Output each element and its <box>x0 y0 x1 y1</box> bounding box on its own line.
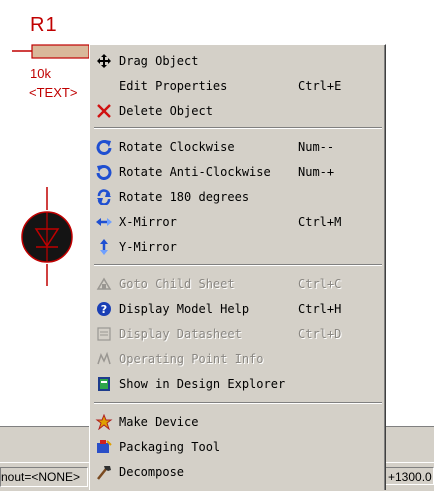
menu-item-label: Make Device <box>119 415 199 429</box>
menu-item-delete-object[interactable]: Delete Object <box>93 100 383 122</box>
status-coordinate: +1300.0 <box>384 467 434 485</box>
menu-item-rotate-anticlockwise[interactable]: Rotate Anti-Clockwise Num-+ <box>93 161 383 183</box>
operating-point-icon <box>95 351 113 367</box>
menu-item-label: Rotate Anti-Clockwise <box>119 165 271 179</box>
menu-item-shortcut: Ctrl+D <box>298 327 342 341</box>
menu-item-operating-point-info[interactable]: Operating Point Info <box>93 348 383 370</box>
rotate-clockwise-icon <box>95 139 113 155</box>
menu-item-drag-object[interactable]: Drag Object <box>93 50 383 72</box>
component-reference: R1 <box>30 14 58 36</box>
design-explorer-icon <box>95 376 113 392</box>
datasheet-icon <box>95 326 113 342</box>
menu-item-label: Show in Design Explorer <box>119 377 286 391</box>
menu-item-label: X-Mirror <box>119 215 177 229</box>
component-value: 10k <box>30 66 51 81</box>
menu-item-label: Packaging Tool <box>119 440 221 454</box>
decompose-hammer-icon <box>95 464 113 480</box>
menu-item-label: Decompose <box>119 465 185 479</box>
help-icon: ? <box>95 301 113 317</box>
menu-item-shortcut: Ctrl+E <box>298 79 342 93</box>
menu-item-shortcut: Ctrl+M <box>298 215 342 229</box>
x-mirror-icon <box>95 214 113 230</box>
menu-separator <box>94 402 382 404</box>
schematic-drawing <box>12 44 90 286</box>
menu-item-packaging-tool[interactable]: Packaging Tool <box>93 436 383 458</box>
move-cross-icon <box>95 53 113 69</box>
menu-item-goto-child-sheet[interactable]: Goto Child Sheet Ctrl+C <box>93 273 383 295</box>
menu-item-label: Edit Properties <box>119 79 228 93</box>
menu-item-edit-properties[interactable]: Edit Properties Ctrl+E <box>93 75 383 97</box>
menu-item-x-mirror[interactable]: X-Mirror Ctrl+M <box>93 211 383 233</box>
menu-item-label: Y-Mirror <box>119 240 177 254</box>
menu-item-decompose[interactable]: Decompose <box>93 461 383 483</box>
menu-separator <box>94 127 382 129</box>
make-device-icon <box>95 413 113 431</box>
menu-separator <box>94 264 382 266</box>
svg-text:?: ? <box>101 303 107 316</box>
menu-item-label: Operating Point Info <box>119 352 264 366</box>
packaging-tool-icon <box>95 439 113 455</box>
menu-item-display-datasheet[interactable]: Display Datasheet Ctrl+D <box>93 323 383 345</box>
menu-item-shortcut: Num-+ <box>298 165 335 179</box>
menu-item-shortcut: Ctrl+C <box>298 277 342 291</box>
menu-item-shortcut: Ctrl+H <box>298 302 342 316</box>
rotate-anticlockwise-icon <box>95 164 113 180</box>
menu-item-label: Rotate 180 degrees <box>119 190 250 204</box>
menu-item-label: Delete Object <box>119 104 213 118</box>
menu-item-label: Rotate Clockwise <box>119 140 235 154</box>
menu-item-y-mirror[interactable]: Y-Mirror <box>93 236 383 258</box>
menu-item-show-in-design-explorer[interactable]: Show in Design Explorer <box>93 373 383 395</box>
menu-item-display-model-help[interactable]: ? Display Model Help Ctrl+H <box>93 298 383 320</box>
menu-item-label: Display Datasheet <box>119 327 242 341</box>
menu-item-label: Drag Object <box>119 54 199 68</box>
child-sheet-icon <box>95 276 113 292</box>
resistor-body <box>31 44 90 59</box>
menu-item-label: Display Model Help <box>119 302 250 316</box>
menu-item-shortcut: Num-- <box>298 140 335 154</box>
menu-item-rotate-clockwise[interactable]: Rotate Clockwise Num-- <box>93 136 383 158</box>
context-menu: Drag Object Edit Properties Ctrl+E Delet… <box>89 44 386 490</box>
menu-item-make-device[interactable]: Make Device <box>93 411 383 433</box>
y-mirror-icon <box>95 239 113 255</box>
menu-item-rotate-180[interactable]: Rotate 180 degrees <box>93 186 383 208</box>
red-x-icon <box>95 103 113 119</box>
status-pin-net: nout=<NONE> <box>0 467 88 487</box>
rotate-180-icon <box>95 189 113 206</box>
component-text: <TEXT> <box>29 85 78 100</box>
menu-item-label: Goto Child Sheet <box>119 277 235 291</box>
